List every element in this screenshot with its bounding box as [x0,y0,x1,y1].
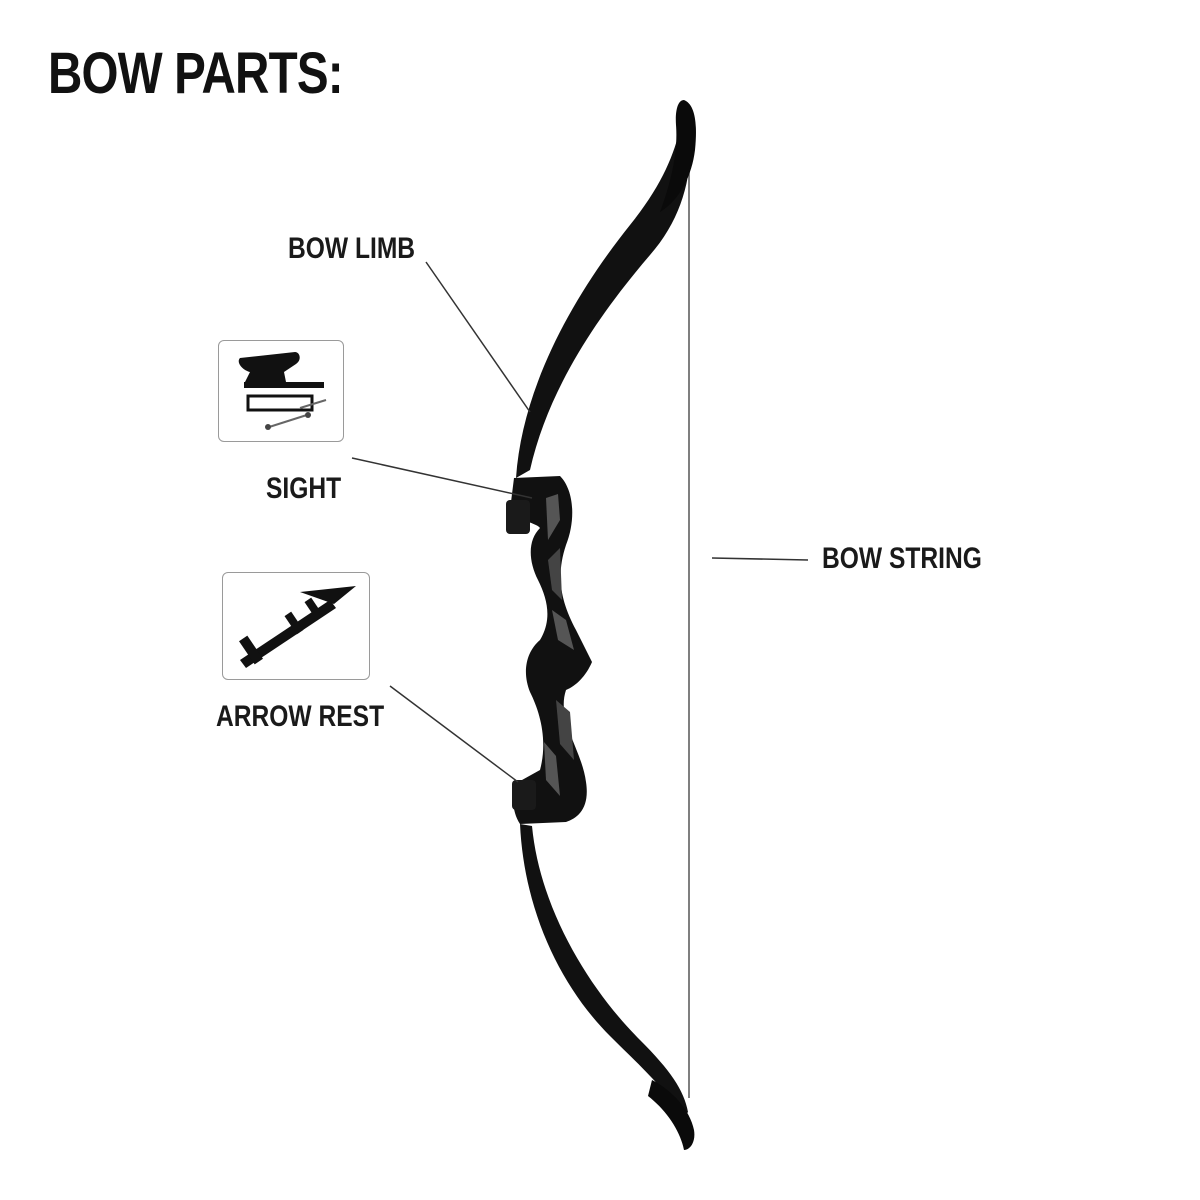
riser-cutout [544,742,560,796]
bow-limb-leader-line [425,261,531,413]
sight-icon [238,352,327,430]
lower-limb [520,824,688,1120]
riser [510,476,592,824]
sight-mount [506,500,530,534]
upper-limb-tip [660,100,696,212]
diagram-title: BOW PARTS: [48,41,344,106]
label-bow-string: BOW STRING [822,542,982,575]
riser-cutout [556,700,574,760]
bow-string-leader-line [711,557,809,561]
riser-cutout [548,548,562,600]
arrow-rest-icon [239,586,356,668]
riser-cutout [546,494,560,540]
arrow-rest-leader-line [389,685,519,783]
sight-leader-line [351,457,533,499]
arrow-rest-mount [512,780,536,810]
lower-limb-tip [648,1080,695,1150]
riser-cutout [552,610,574,650]
label-sight: SIGHT [266,472,342,505]
label-bow-limb: BOW LIMB [288,232,416,265]
label-arrow-rest: ARROW REST [216,700,385,733]
upper-limb [516,108,691,478]
